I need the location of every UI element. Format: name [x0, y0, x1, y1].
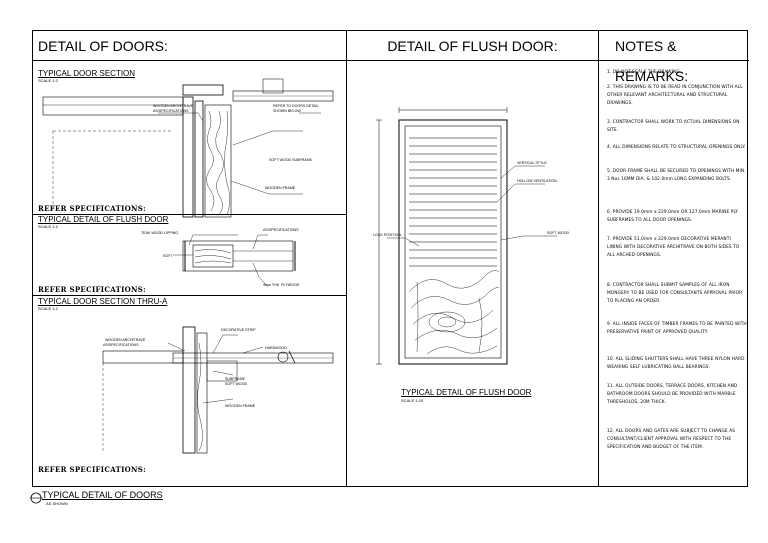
flush-scale: SCALE 1:20 [401, 398, 424, 403]
note-item: 2. THIS DRAWING IS TO BE READ IN CONJUNC… [607, 85, 743, 106]
section-marker-icon [30, 492, 43, 504]
section1-scale: SCALE 1:2 [38, 78, 58, 83]
footer-scale: AS SHOWN [46, 501, 68, 506]
flush-header: DETAIL OF FLUSH DOOR: [347, 31, 598, 61]
flush-label-vertical: VERTICAL STYLE [517, 161, 547, 165]
section3-label-strip: DECORATIVE STRIP [221, 328, 256, 332]
flush-label-hollow: HOLLOW VENTILATION [517, 179, 557, 183]
footer-title: TYPICAL DETAIL OF DOORS [42, 490, 163, 500]
flush-door-detail-drawing: TEAK WOOD LIPPING AS/SPECIFICATIONS SOFT [141, 228, 299, 287]
notes-column: NOTES & REMARKS: 1. DO NOT SCALE THE DRA… [599, 31, 749, 486]
doors-header: DETAIL OF DOORS: [33, 31, 346, 61]
section2-scale: SCALE 1:2 [38, 224, 58, 229]
note-item: 12. ALL DOORS AND GATES ARE SUBJECT TO C… [607, 429, 736, 450]
notes-header: NOTES & REMARKS: [599, 31, 749, 84]
section1-label-architrave: WOODEN ARCHITRAVE [153, 104, 194, 108]
flush-door-elevation: VERTICAL STYLE HOLLOW VENTILATION LOCK P… [373, 107, 569, 365]
door-section-drawing: WOODEN ARCHITRAVE AS/SPECIFICATIONS REFE… [42, 78, 334, 218]
section1-label-shown-below: SHOWN BELOW [273, 109, 301, 113]
door-section-thru-a-drawing: WOODEN ARCHITRAVE AS/SPECIFICATIONS DECO… [102, 326, 334, 454]
note-item: 5. DOOR FRAME SHALL BE SECURED TO OPENIN… [607, 169, 746, 182]
section1-divider [33, 214, 346, 215]
section3-title: TYPICAL DOOR SECTION THRU-A [38, 297, 168, 306]
section3-label-as-spec: AS/SPECIFICATIONS [103, 343, 139, 347]
note-item: 1. DO NOT SCALE THE DRAWING. [607, 70, 682, 75]
section1-label-frame: WOODEN FRAME [265, 186, 296, 190]
note-item: 8. CONTRACTOR SHALL SUBMIT SAMPLES OF AL… [607, 283, 743, 304]
section1-label-refer-detail: REFER TO DOORS DETAIL [273, 104, 319, 108]
note-item: 4. ALL DIMENSIONS RELATE TO STRUCTURAL O… [607, 145, 746, 150]
section2-refer: REFER SPECIFICATIONS: [38, 285, 146, 294]
flush-label-softwood: SOFT WOOD [547, 231, 569, 235]
section2-title: TYPICAL DETAIL OF FLUSH DOOR [38, 215, 169, 224]
flush-title: TYPICAL DETAIL OF FLUSH DOOR [401, 388, 532, 397]
section2-label-plywood: 4mm THK. PLYWOOD [263, 283, 300, 287]
section3-refer: REFER SPECIFICATIONS: [38, 465, 146, 474]
flush-column: DETAIL OF FLUSH DOOR: [347, 31, 599, 486]
section3-label-softwood: SOFT WOOD [225, 382, 247, 386]
section2-divider [33, 295, 346, 296]
louvre-slats [409, 137, 497, 267]
section3-label-frame: WOODEN FRAME [225, 404, 256, 408]
section2-label-soft: SOFT [163, 254, 173, 258]
section3-label-subframe: SUBFRAME [225, 377, 246, 381]
note-item: 11. ALL OUTSIDE DOORS, TERRACE DOORS, KI… [607, 384, 738, 405]
section1-refer: REFER SPECIFICATIONS: [38, 204, 146, 213]
section3-label-hardwood: HARDWOOD [265, 346, 287, 350]
note-item: 9. ALL INSIDE FACES OF TIMBER FRAMES TO … [607, 322, 747, 335]
section1-label-as-spec: AS/SPECIFICATIONS [153, 109, 189, 113]
section2-label-as-spec: AS/SPECIFICATIONS [263, 228, 299, 232]
note-item: 7. PROVIDE 51.0mm x 229.0mm DECORATIVE M… [607, 237, 740, 258]
note-item: 3. CONTRACTOR SHALL WORK TO ACTUAL DIMEN… [607, 120, 740, 133]
note-item: 6. PROVIDE 19.0mm x 229.0mm OR 127.0mm M… [607, 210, 739, 223]
doors-column: DETAIL OF DOORS: TYPICAL DOOR SECTION SC… [33, 31, 347, 486]
wood-grain-panel [408, 270, 500, 355]
section3-scale: SCALE 1:2 [38, 306, 58, 311]
drawing-sheet: DETAIL OF DOORS: TYPICAL DOOR SECTION SC… [32, 30, 749, 487]
section1-label-subframe: SOFT WOOD SUBFRAME [269, 158, 313, 162]
section1-title: TYPICAL DOOR SECTION [38, 69, 136, 78]
section3-label-architrave: WOODEN ARCHITRAVE [105, 338, 146, 342]
note-item: 10. ALL SLIDING SHUTTERS SHALL HAVE THRE… [607, 357, 745, 370]
flush-label-lock: LOCK POSITION [373, 233, 401, 237]
section2-label-lipping: TEAK WOOD LIPPING [141, 231, 178, 235]
